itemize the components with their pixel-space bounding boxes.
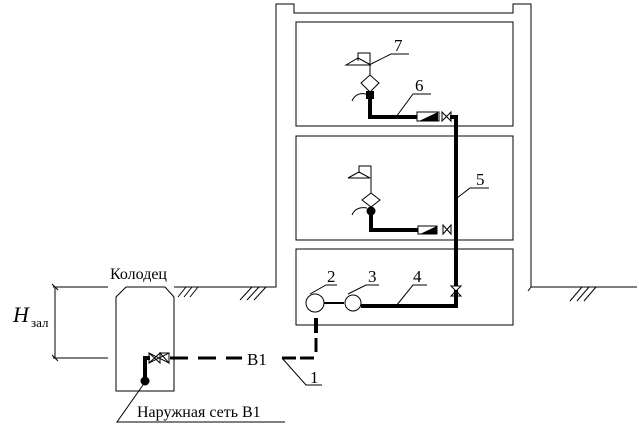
- callout-1: 1: [310, 368, 319, 387]
- depth-dimension: [51, 283, 108, 362]
- riser-5: [450, 115, 458, 286]
- floor-1-fixture: [347, 165, 452, 236]
- water-meter-node-2: [305, 293, 325, 313]
- unit-3: [344, 294, 362, 312]
- floor-2-room: [295, 21, 514, 127]
- ground-hatch-right: [527, 286, 597, 302]
- callout-2: 2: [327, 267, 336, 286]
- hose-icon: [351, 93, 367, 102]
- building-outline: [174, 3, 637, 302]
- shower-head-icon: [347, 165, 372, 193]
- callout-7: 7: [394, 36, 403, 55]
- well-label: Колодец: [110, 266, 167, 283]
- input-pipe-b1: [170, 318, 318, 360]
- callout-4: 4: [413, 267, 422, 286]
- basement-room: [295, 248, 514, 326]
- floor-2-fixture: [344, 52, 452, 123]
- callouts: 1 2 3 4 5 6 7 Наружная сеть В1: [116, 36, 489, 423]
- well-connection: [140, 351, 170, 386]
- mixer-icon: [361, 192, 381, 208]
- pipe-code-label: В1: [247, 350, 267, 369]
- shower-head-icon: [344, 52, 372, 75]
- mixer-icon: [360, 74, 380, 93]
- external-network-label: Наружная сеть В1: [137, 404, 261, 421]
- callout-3: 3: [368, 267, 377, 286]
- external-main-node: [140, 376, 150, 386]
- floor-1-valve-icon: [442, 223, 452, 236]
- callout-5: 5: [476, 170, 485, 189]
- hose-icon: [351, 207, 368, 216]
- well: [115, 286, 175, 392]
- depth-subscript: зал: [31, 315, 49, 330]
- callout-6: 6: [415, 76, 424, 95]
- ground-hatch-left: [177, 286, 267, 301]
- depth-symbol: H: [12, 302, 30, 327]
- floor-1-room: [295, 135, 514, 241]
- floor-2-valve-icon: [441, 110, 452, 123]
- basement-equipment: [305, 285, 463, 313]
